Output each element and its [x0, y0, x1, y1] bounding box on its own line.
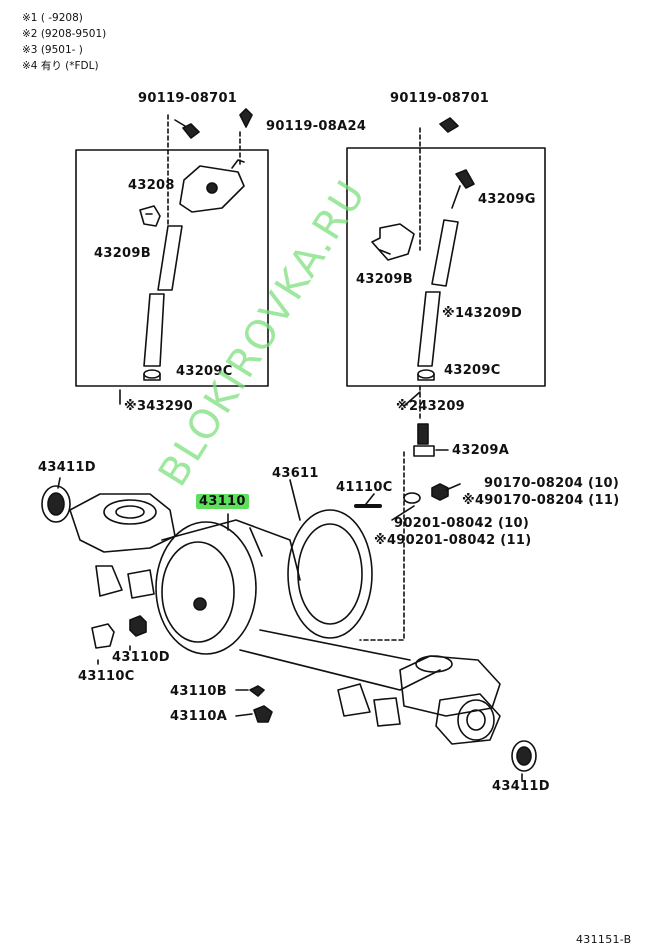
- label-43209[interactable]: ※243209: [396, 399, 466, 414]
- fitting-43209C-left-icon: [143, 369, 161, 381]
- label-90170-08204-11[interactable]: ※490170-08204 (11): [462, 493, 620, 508]
- clip-43209B-left-icon: [139, 205, 161, 227]
- plug-43110B-icon: [249, 685, 265, 697]
- plug-90119-08701-left-icon: [174, 119, 200, 139]
- plug-90119-08A24-icon: [239, 108, 253, 128]
- hose-lower-left-icon: [143, 293, 165, 367]
- diagram-code: 431151-B: [576, 933, 632, 946]
- plug-43110A-icon: [253, 705, 273, 723]
- label-43209C-right[interactable]: 43209C: [444, 363, 501, 378]
- bracket-43208-icon: [179, 159, 245, 213]
- label-43209D[interactable]: ※143209D: [442, 306, 523, 321]
- note-2: ※2 (9208-9501): [22, 28, 107, 40]
- plug-90119-08701-right-icon: [439, 117, 459, 133]
- label-43411D-top[interactable]: 43411D: [38, 460, 96, 475]
- note-1: ※1 ( -9208): [22, 12, 83, 24]
- seal-43411D-right-icon: [511, 740, 537, 772]
- label-90201-08042-11[interactable]: ※490201-08042 (11): [374, 533, 532, 548]
- label-90119-08701-right[interactable]: 90119-08701: [390, 91, 490, 106]
- hose-upper-left-icon: [157, 225, 183, 291]
- label-43611[interactable]: 43611: [272, 466, 319, 481]
- union-43209A-icon: [413, 423, 435, 457]
- label-43209A[interactable]: 43209A: [452, 443, 510, 458]
- note-4: ※4 有り (*FDL): [22, 60, 99, 72]
- label-43290[interactable]: ※343290: [124, 399, 194, 414]
- clip-43209B-right-icon: [371, 223, 415, 261]
- label-43209B-right[interactable]: 43209B: [356, 272, 413, 287]
- label-43110D[interactable]: 43110D: [112, 650, 170, 665]
- fitting-43209G-icon: [451, 169, 475, 209]
- label-41110C[interactable]: 41110C: [336, 480, 393, 495]
- cap-43110C-icon: [91, 623, 115, 649]
- label-90119-08A24[interactable]: 90119-08A24: [266, 119, 367, 134]
- label-43208[interactable]: 43208: [128, 178, 175, 193]
- label-90201-08042-10[interactable]: 90201-08042 (10): [394, 516, 530, 531]
- note-3: ※3 (9501- ): [22, 44, 83, 56]
- label-43209B-left[interactable]: 43209B: [94, 246, 151, 261]
- washer-90201-08042-icon: [403, 492, 421, 504]
- label-43411D-bottom[interactable]: 43411D: [492, 779, 550, 794]
- label-43110C[interactable]: 43110C: [78, 669, 135, 684]
- label-43209G[interactable]: 43209G: [478, 192, 536, 207]
- label-43110A[interactable]: 43110A: [170, 709, 228, 724]
- fitting-43209C-right-icon: [417, 369, 435, 381]
- seal-43411D-left-icon: [41, 485, 71, 523]
- label-90170-08204-10[interactable]: 90170-08204 (10): [484, 476, 620, 491]
- breather-assembly-box-left: [75, 149, 269, 387]
- hose-lower-right-icon: [417, 291, 441, 367]
- plug-43110D-icon: [129, 615, 147, 637]
- nut-90170-08204-icon: [431, 483, 449, 501]
- label-43110B[interactable]: 43110B: [170, 684, 227, 699]
- axle-housing-43110-icon: [69, 493, 501, 745]
- label-43110-highlighted[interactable]: 43110: [196, 494, 249, 509]
- label-43209C-left[interactable]: 43209C: [176, 364, 233, 379]
- label-90119-08701-left[interactable]: 90119-08701: [138, 91, 238, 106]
- breather-assembly-box-right: [346, 147, 546, 387]
- hose-upper-right-icon: [431, 219, 459, 287]
